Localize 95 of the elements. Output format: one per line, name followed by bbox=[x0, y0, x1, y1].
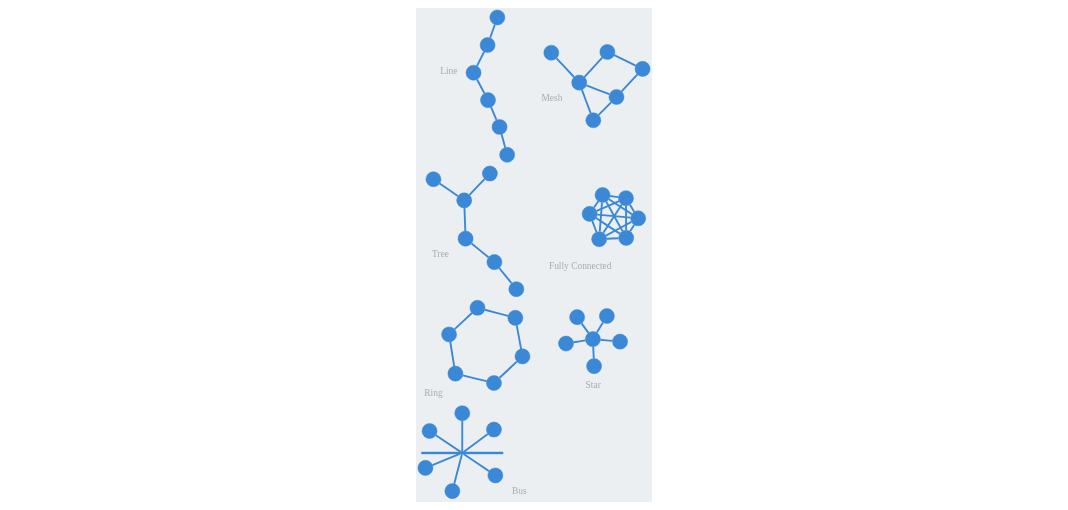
connector bbox=[476, 50, 486, 67]
node-circle bbox=[618, 230, 634, 246]
connector bbox=[476, 78, 486, 95]
connector bbox=[595, 321, 604, 334]
connector bbox=[595, 200, 620, 212]
node-circle bbox=[479, 37, 496, 53]
connector bbox=[462, 433, 489, 453]
node-circle bbox=[599, 308, 615, 324]
node-bar bbox=[421, 451, 504, 455]
node-circle bbox=[441, 326, 457, 343]
node-circle bbox=[507, 310, 524, 326]
connector bbox=[438, 182, 459, 197]
node-circle bbox=[630, 210, 646, 227]
node-circle bbox=[558, 335, 574, 352]
connector bbox=[598, 201, 603, 233]
node-circle bbox=[486, 254, 503, 270]
node-circle bbox=[591, 231, 607, 247]
connector bbox=[555, 57, 575, 78]
node-circle bbox=[612, 333, 628, 350]
connector bbox=[489, 23, 496, 39]
connector bbox=[593, 200, 600, 209]
connector bbox=[620, 73, 639, 93]
connector bbox=[515, 324, 523, 350]
node-circle bbox=[599, 44, 616, 60]
connector bbox=[468, 178, 486, 196]
connector bbox=[581, 88, 592, 115]
connector bbox=[595, 217, 621, 235]
node-circle bbox=[618, 190, 634, 206]
connector bbox=[596, 213, 632, 219]
node-circle bbox=[465, 65, 482, 81]
node-circle bbox=[469, 300, 486, 316]
connector bbox=[461, 374, 488, 383]
node-circle bbox=[456, 192, 472, 209]
connector bbox=[431, 453, 461, 466]
node-circle bbox=[417, 460, 434, 476]
node-circle bbox=[514, 348, 531, 365]
node-circle bbox=[454, 405, 471, 421]
node-circle bbox=[571, 74, 588, 91]
node-circle bbox=[421, 423, 438, 439]
node-circle bbox=[499, 146, 515, 163]
connector bbox=[572, 339, 587, 344]
node-circle bbox=[457, 230, 474, 247]
connector bbox=[500, 133, 507, 149]
node-circle bbox=[487, 467, 504, 484]
connector bbox=[599, 338, 614, 342]
node-circle bbox=[586, 358, 602, 374]
connector bbox=[461, 419, 464, 453]
node-circle bbox=[569, 309, 585, 325]
connector bbox=[585, 84, 611, 96]
connector bbox=[591, 220, 598, 233]
node-circle bbox=[581, 206, 598, 222]
label: Star bbox=[585, 380, 601, 391]
connector bbox=[453, 452, 463, 485]
node-circle bbox=[594, 187, 611, 203]
connector bbox=[608, 198, 633, 216]
node-circle bbox=[634, 61, 651, 77]
node-circle bbox=[585, 331, 601, 347]
label: Tree bbox=[432, 248, 450, 259]
label: Fully Connected bbox=[548, 261, 612, 272]
node-circle bbox=[444, 483, 461, 499]
connector bbox=[453, 312, 473, 331]
connector bbox=[604, 221, 633, 237]
node-circle bbox=[508, 281, 525, 297]
connector bbox=[470, 242, 490, 259]
label: Bus bbox=[512, 485, 527, 496]
node-circle bbox=[608, 89, 625, 105]
node-circle bbox=[482, 165, 498, 182]
connector bbox=[490, 106, 498, 121]
node-circle bbox=[491, 119, 508, 135]
connector bbox=[629, 203, 636, 213]
node-circle bbox=[489, 9, 506, 26]
connector bbox=[434, 434, 462, 453]
connector bbox=[629, 224, 636, 233]
connector bbox=[463, 207, 467, 233]
connector bbox=[609, 195, 620, 199]
node-circle bbox=[447, 365, 464, 382]
label: Line bbox=[440, 66, 458, 77]
connector bbox=[462, 452, 490, 473]
connector bbox=[498, 360, 518, 379]
label: Mesh bbox=[541, 92, 563, 103]
connector bbox=[449, 341, 456, 368]
node-circle bbox=[425, 171, 442, 188]
connector bbox=[613, 54, 637, 67]
connector bbox=[498, 267, 513, 285]
node-circle bbox=[486, 375, 502, 391]
connector bbox=[580, 322, 590, 334]
connector bbox=[625, 204, 628, 232]
label: Ring bbox=[424, 387, 443, 398]
connector bbox=[583, 56, 604, 78]
connector bbox=[483, 308, 509, 317]
node-circle bbox=[480, 92, 496, 108]
connector bbox=[605, 237, 620, 240]
node-circle bbox=[543, 44, 560, 61]
node-circle bbox=[585, 112, 602, 129]
node-circle bbox=[486, 421, 502, 438]
